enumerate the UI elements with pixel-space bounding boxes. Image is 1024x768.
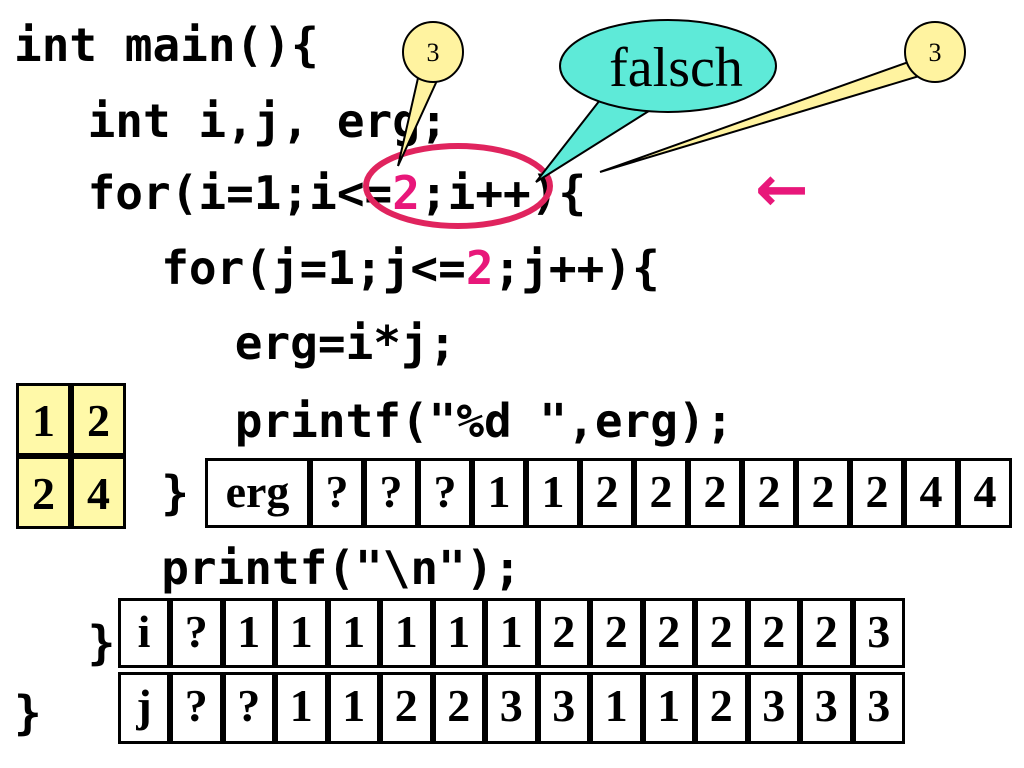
j-value-cell: ? <box>170 672 223 744</box>
i-value-cell: 1 <box>327 598 380 668</box>
code-highlight: 2 <box>465 241 494 295</box>
code-line: printf("%d ",erg); <box>235 398 734 444</box>
left-badge-shape <box>402 21 464 83</box>
i-value-cell: 1 <box>275 598 328 668</box>
current-line-arrow-icon: ← <box>755 153 809 227</box>
j-value-cell: 1 <box>275 672 328 744</box>
i-value-cell: 2 <box>590 598 643 668</box>
erg-value-cell: 2 <box>688 458 742 528</box>
result-cell: 2 <box>16 456 71 529</box>
code-line: printf("\n"); <box>161 545 521 591</box>
code-line: int main(){ <box>14 22 319 68</box>
erg-value-cell: ? <box>310 458 364 528</box>
code-text: printf("%d ",erg); <box>234 394 734 448</box>
j-value-cell: 1 <box>327 672 380 744</box>
code-line: } <box>88 620 116 666</box>
i-value-cell: 1 <box>222 598 275 668</box>
i-value-cell: 3 <box>852 598 905 668</box>
i-value-cell: 2 <box>537 598 590 668</box>
j-value-cell: 1 <box>642 672 695 744</box>
erg-value-cell: 2 <box>742 458 796 528</box>
i-value-cell: 2 <box>695 598 748 668</box>
i-value-cell: 1 <box>380 598 433 668</box>
code-line: } <box>14 690 42 736</box>
i-value-cell: 2 <box>800 598 853 668</box>
erg-value-cell: ? <box>364 458 418 528</box>
erg-value-cell: 1 <box>526 458 580 528</box>
code-line: for(i=1;i<=2;i++){ <box>88 170 587 216</box>
left-badge-label: 3 <box>427 38 440 67</box>
right-badge-label: 3 <box>929 38 942 67</box>
erg-label-cell: erg <box>205 458 310 528</box>
i-label-cell: i <box>118 598 170 668</box>
j-value-cell: 3 <box>800 672 853 744</box>
falsch-label: falsch <box>609 37 743 99</box>
erg-value-cell: 2 <box>580 458 634 528</box>
erg-value-cell: 2 <box>796 458 850 528</box>
i-value-cell: ? <box>170 598 223 668</box>
j-value-cell: 2 <box>380 672 433 744</box>
erg-value-cell: 2 <box>634 458 688 528</box>
j-label-cell: j <box>118 672 170 744</box>
erg-value-cell: 1 <box>472 458 526 528</box>
code-text: } <box>14 686 42 740</box>
j-value-cell: 3 <box>747 672 800 744</box>
code-line: erg=i*j; <box>235 320 457 366</box>
code-line: } <box>161 470 189 516</box>
code-text: for(j=1;j<= <box>161 241 466 295</box>
result-cell: 2 <box>71 383 126 456</box>
code-text: int i,j, erg; <box>87 94 448 148</box>
i-value-cell: 2 <box>747 598 800 668</box>
circle-marker <box>363 143 553 229</box>
erg-value-cell: 2 <box>850 458 904 528</box>
j-value-cell: 3 <box>537 672 590 744</box>
j-value-cell: ? <box>222 672 275 744</box>
right-badge-shape <box>904 21 966 83</box>
code-text-tail: ;j++){ <box>493 241 660 295</box>
j-value-cell: 2 <box>695 672 748 744</box>
code-text-tail: ;i++){ <box>419 166 587 220</box>
bubble-tail <box>535 98 664 183</box>
code-text: for(i=1;i<= <box>87 166 393 220</box>
falsch-bubble-shape <box>559 19 777 113</box>
erg-value-cell: ? <box>418 458 472 528</box>
erg-value-cell: 4 <box>958 458 1012 528</box>
code-text: } <box>87 616 116 670</box>
code-line: for(j=1;j<=2;j++){ <box>161 245 660 291</box>
erg-value-cell: 4 <box>904 458 958 528</box>
j-value-cell: 3 <box>485 672 538 744</box>
code-line: int i,j, erg; <box>88 98 448 144</box>
i-value-cell: 1 <box>485 598 538 668</box>
i-value-cell: 2 <box>642 598 695 668</box>
j-value-cell: 1 <box>590 672 643 744</box>
code-text: printf("\n"); <box>161 541 522 595</box>
code-text: int main(){ <box>14 18 319 72</box>
result-cell: 1 <box>16 383 71 456</box>
code-highlight: 2 <box>392 166 420 220</box>
j-value-cell: 2 <box>432 672 485 744</box>
result-cell: 4 <box>71 456 126 529</box>
j-value-cell: 3 <box>852 672 905 744</box>
code-text: erg=i*j; <box>234 316 457 370</box>
i-value-cell: 1 <box>432 598 485 668</box>
code-text: } <box>161 466 189 520</box>
